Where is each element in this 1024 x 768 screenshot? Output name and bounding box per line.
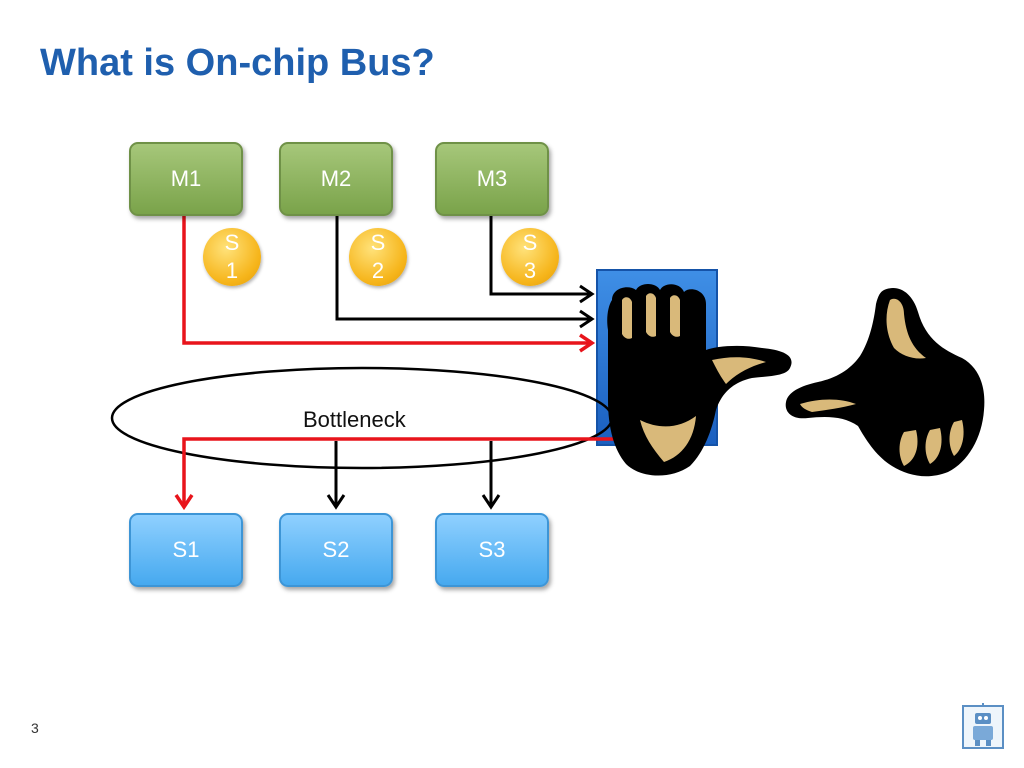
coin-s2-letter: S	[370, 230, 386, 255]
coin-s2-digit: 2	[371, 258, 385, 283]
master-box-m3: M3	[435, 142, 549, 216]
bus-to-s1-path	[182, 437, 660, 505]
coin-s1-letter: S	[224, 230, 240, 255]
coin-s2: S 2	[349, 228, 407, 286]
master-box-m1: M1	[129, 142, 243, 216]
m2-arrowhead	[579, 309, 595, 329]
bottleneck-label: Bottleneck	[303, 407, 406, 432]
coin-s1-digit: 1	[225, 258, 239, 283]
coin-s3-digit: 3	[523, 258, 537, 283]
coin-s3: S 3	[501, 228, 559, 286]
robot-logo-icon	[962, 703, 1004, 749]
coin-s1: S 1	[203, 228, 261, 286]
master-box-m2: M2	[279, 142, 393, 216]
slave-box-s1: S1	[129, 513, 243, 587]
coin-s3-letter: S	[522, 230, 538, 255]
s2-arrowhead	[326, 494, 346, 510]
m2-path	[335, 213, 590, 321]
left-hand-icon	[607, 284, 792, 476]
m3-arrowhead	[579, 284, 595, 304]
m1-path	[182, 213, 590, 345]
slave-box-s3: S3	[435, 513, 549, 587]
m1-arrowhead	[579, 333, 596, 353]
m3-path	[489, 213, 590, 296]
slide-title: What is On-chip Bus?	[40, 42, 435, 84]
s1-arrowhead	[174, 494, 194, 511]
s3-arrowhead	[481, 494, 501, 510]
slave-box-s2: S2	[279, 513, 393, 587]
right-hand-icon	[785, 288, 985, 477]
page-number: 3	[31, 720, 39, 736]
